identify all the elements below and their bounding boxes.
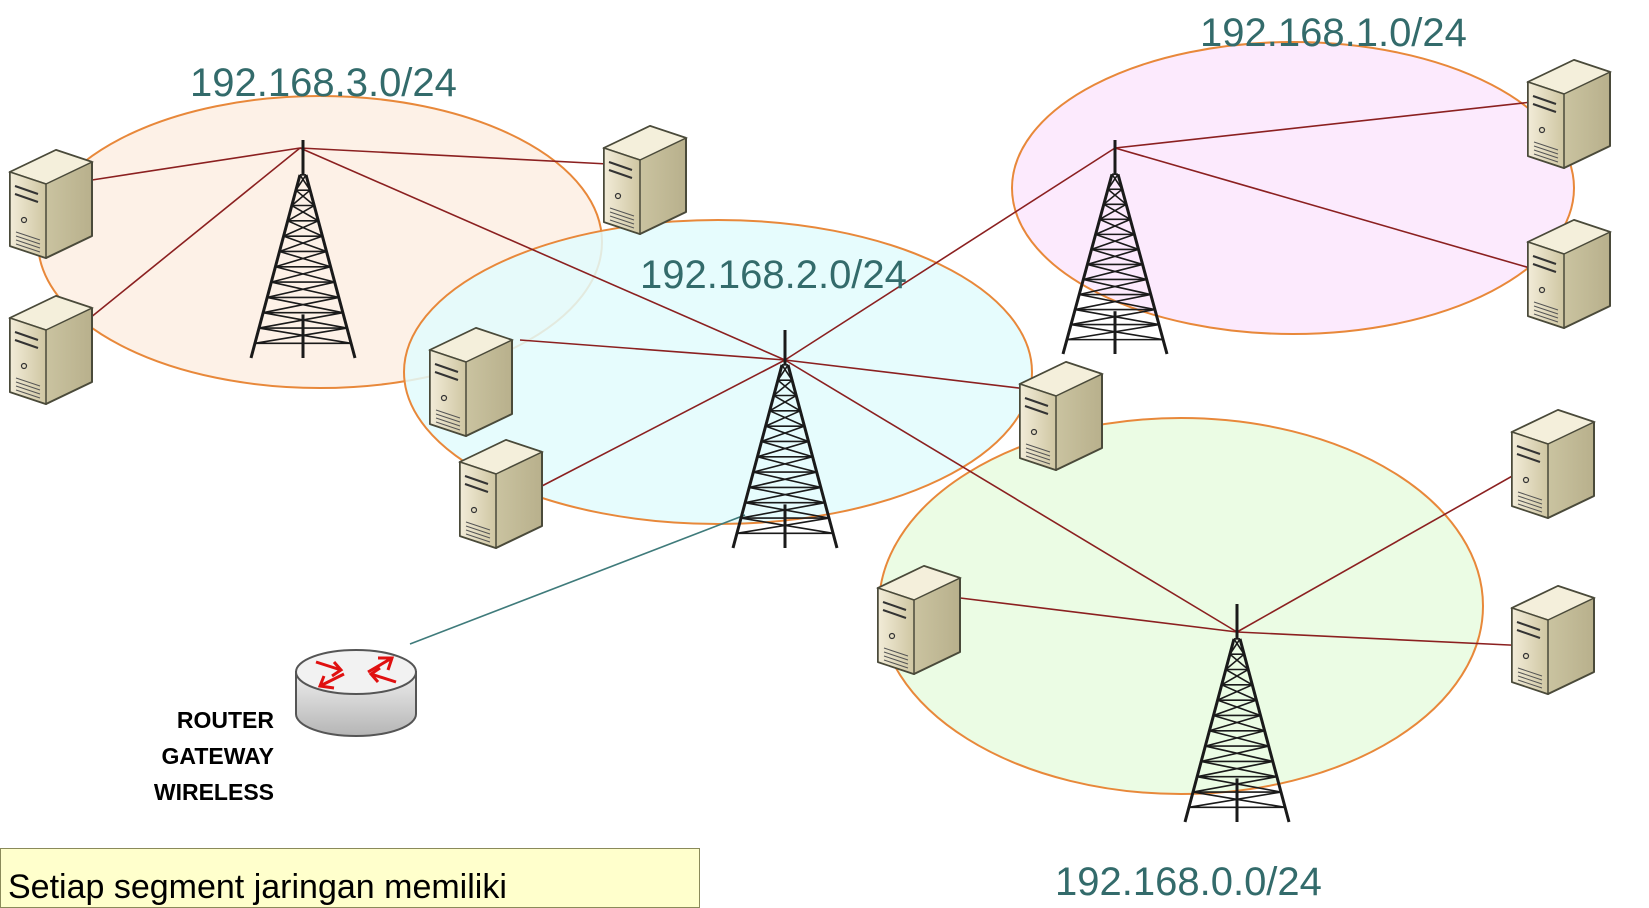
link-line bbox=[1236, 631, 1531, 647]
link-line bbox=[1114, 147, 1531, 269]
subnet-label-192-168-1: 192.168.1.0/24 bbox=[1200, 11, 1467, 55]
subnet-ellipse-192-168-1 bbox=[1011, 41, 1575, 335]
server-icon bbox=[602, 125, 688, 236]
subnet-label-192-168-3: 192.168.3.0/24 bbox=[190, 61, 457, 105]
tower-icon bbox=[1183, 604, 1291, 823]
router-label-line-2: GATEWAY bbox=[162, 743, 274, 769]
server-icon bbox=[876, 565, 962, 676]
link-line bbox=[1114, 101, 1533, 149]
router-link-line bbox=[409, 514, 746, 645]
link-line bbox=[91, 147, 301, 181]
link-line bbox=[784, 359, 1238, 633]
tower-icon bbox=[1061, 140, 1169, 355]
link-line bbox=[299, 147, 609, 165]
link-line bbox=[299, 147, 786, 361]
router-label-line-3: WIRELESS bbox=[154, 779, 274, 805]
subnet-label-192-168-0: 192.168.0.0/24 bbox=[1055, 860, 1322, 900]
subnet-ellipse-192-168-2 bbox=[403, 219, 1033, 525]
server-icon bbox=[428, 327, 514, 438]
tower-icon bbox=[249, 140, 357, 359]
server-icon bbox=[1510, 585, 1596, 696]
link-line bbox=[539, 359, 786, 488]
server-icon bbox=[1510, 409, 1596, 520]
server-icon bbox=[8, 149, 94, 260]
link-line bbox=[784, 147, 1116, 361]
server-icon bbox=[1526, 219, 1612, 330]
link-line bbox=[89, 147, 301, 319]
link-line bbox=[951, 596, 1238, 633]
server-icon bbox=[1526, 59, 1612, 170]
router-label-line-1: ROUTER bbox=[177, 707, 275, 733]
subnet-ellipse-192-168-0 bbox=[878, 417, 1484, 795]
link-line bbox=[784, 359, 1036, 391]
server-icon bbox=[1018, 361, 1104, 472]
link-line bbox=[519, 339, 786, 361]
server-icon bbox=[458, 439, 544, 550]
note-text: Setiap segment jaringan memiliki bbox=[8, 868, 507, 906]
router-icon bbox=[295, 649, 417, 737]
tower-icon bbox=[731, 330, 839, 549]
subnet-label-192-168-2: 192.168.2.0/24 bbox=[640, 253, 907, 297]
note-box: Setiap segment jaringan memiliki bbox=[0, 848, 700, 908]
link-line bbox=[1236, 465, 1531, 633]
server-icon bbox=[8, 295, 94, 406]
